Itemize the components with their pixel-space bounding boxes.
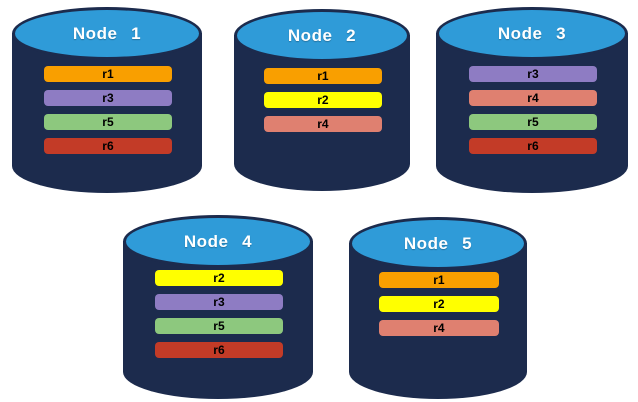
replica-list: r1 r2 r4 [263, 68, 382, 132]
cylinder-top: Node 5 [349, 217, 527, 270]
replica-bar: r5 [155, 318, 283, 334]
node-title: Node 4 [183, 231, 253, 251]
node-5: Node 5 r1 r2 r4 [349, 217, 527, 399]
replica-list: r3 r4 r5 r6 [468, 66, 598, 154]
replica-bar: r4 [379, 320, 499, 336]
replica-list: r1 r3 r5 r6 [44, 66, 172, 154]
replica-bar: r1 [263, 68, 382, 84]
cylinder-top: Node 1 [12, 7, 202, 60]
replica-bar: r3 [468, 66, 598, 82]
replica-bar: r6 [44, 138, 172, 154]
replica-bar: r1 [44, 66, 172, 82]
node-title: Node 3 [497, 23, 567, 43]
replica-bar: r1 [379, 272, 499, 288]
replica-bar: r4 [468, 90, 598, 106]
replica-bar: r2 [263, 92, 382, 108]
node-title: Node 1 [72, 23, 142, 43]
replica-bar: r4 [263, 116, 382, 132]
node-title: Node 5 [403, 233, 473, 253]
replica-bar: r2 [155, 270, 283, 286]
node-4: Node 4 r2 r3 r5 r6 [123, 215, 313, 399]
node-2: Node 2 r1 r2 r4 [234, 9, 410, 191]
replica-bar: r2 [379, 296, 499, 312]
replica-bar: r3 [155, 294, 283, 310]
cylinder-top: Node 3 [436, 7, 628, 60]
replica-bar: r5 [468, 114, 598, 130]
replica-bar: r6 [468, 138, 598, 154]
replica-bar: r5 [44, 114, 172, 130]
cylinder-top: Node 4 [123, 215, 313, 268]
cylinder-top: Node 2 [234, 9, 410, 62]
replica-bar: r3 [44, 90, 172, 106]
node-3: Node 3 r3 r4 r5 r6 [436, 7, 628, 193]
replica-list: r1 r2 r4 [379, 272, 499, 336]
node-title: Node 2 [287, 25, 357, 45]
replica-list: r2 r3 r5 r6 [155, 270, 283, 358]
replica-bar: r6 [155, 342, 283, 358]
node-1: Node 1 r1 r3 r5 r6 [12, 7, 202, 193]
